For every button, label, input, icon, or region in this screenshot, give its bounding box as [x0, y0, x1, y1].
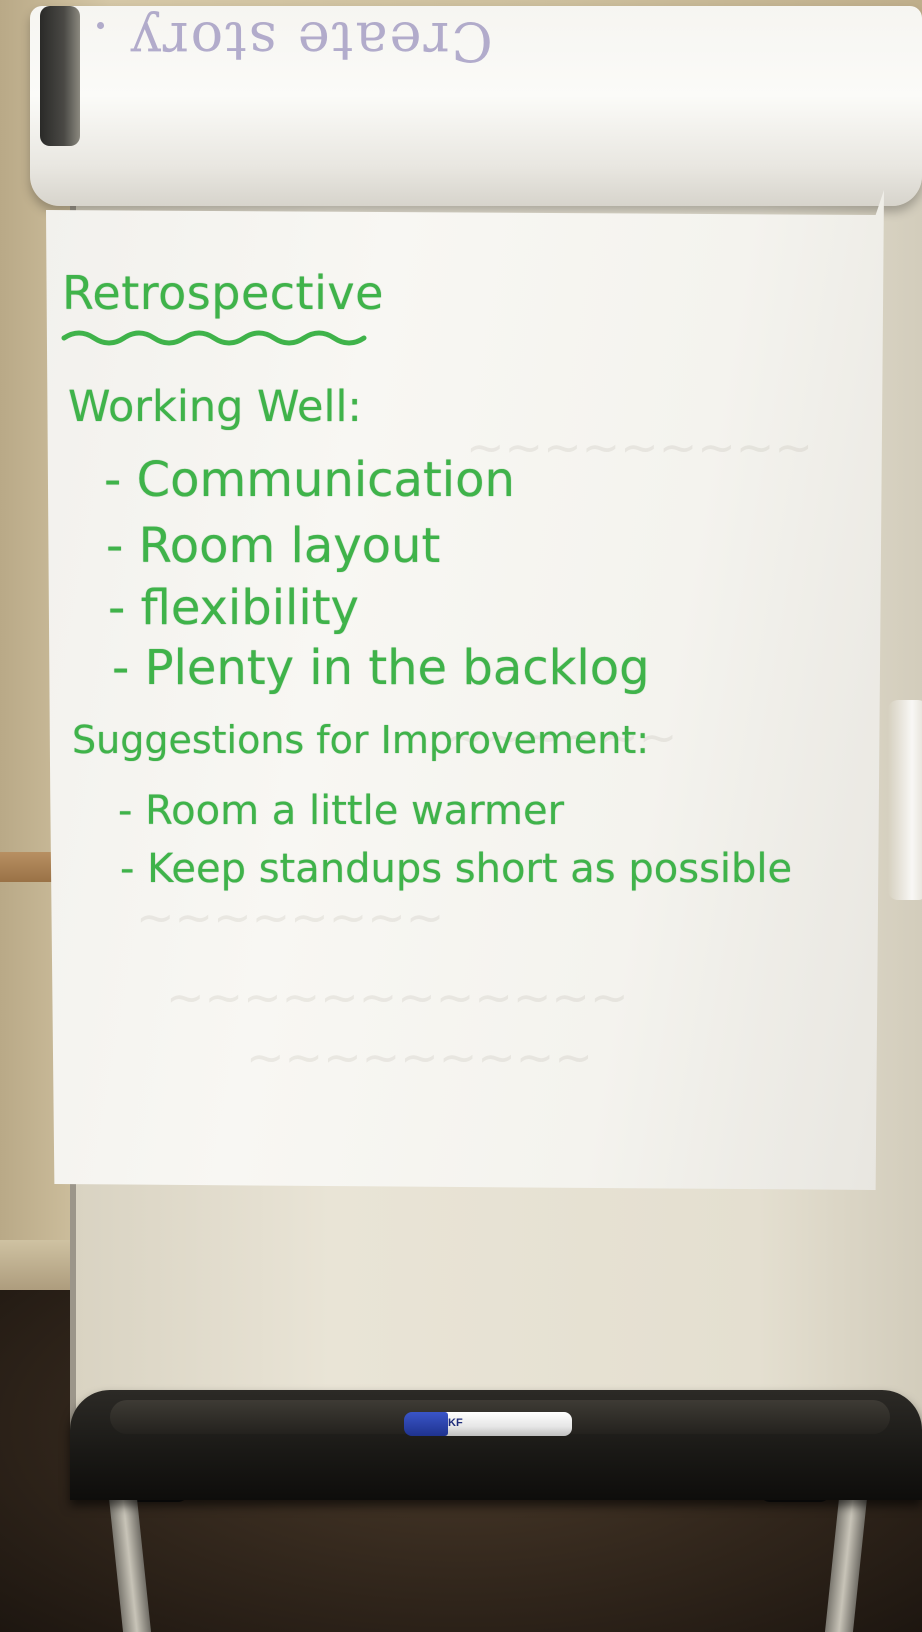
marker-pen: KF [404, 1412, 572, 1436]
faint-bleed-mark: ~~~~~~~~ [136, 890, 445, 944]
list-item: - flexibility [108, 580, 359, 636]
list-item: - Keep standups short as possible [120, 846, 793, 892]
board-reflection [888, 700, 922, 900]
paper-roll-top: Create story . [30, 6, 922, 206]
faint-bleed-mark: ~~~~~~~~~ [246, 1030, 593, 1084]
marker-cap [404, 1412, 448, 1436]
marker-body [438, 1412, 572, 1436]
bleed-through-text: Create story . [90, 10, 493, 73]
list-item: - Communication [104, 452, 515, 508]
easel-clamp [40, 6, 80, 146]
section-heading-working-well: Working Well: [68, 382, 362, 432]
faint-bleed-mark: ~~~~~~~~~~~~ [166, 970, 629, 1024]
list-item: - Plenty in the backlog [112, 640, 650, 696]
faint-bleed-mark: ~~~~~~ [446, 710, 678, 764]
list-item: - Room a little warmer [118, 788, 565, 834]
title-underline-squiggle [61, 330, 367, 346]
chart-title: Retrospective [62, 266, 384, 320]
list-item: - Room layout [106, 518, 441, 574]
marker-brand-label: KF [448, 1417, 463, 1429]
faint-bleed-mark: ~~~~~~~~~ [466, 420, 813, 474]
section-heading-suggestions: Suggestions for Improvement: [72, 718, 650, 762]
flipchart-sheet: ~~~~~~~~~ ~~~~~~ ~~~~~~~~ ~~~~~~~~~~~~ ~… [46, 190, 884, 1190]
